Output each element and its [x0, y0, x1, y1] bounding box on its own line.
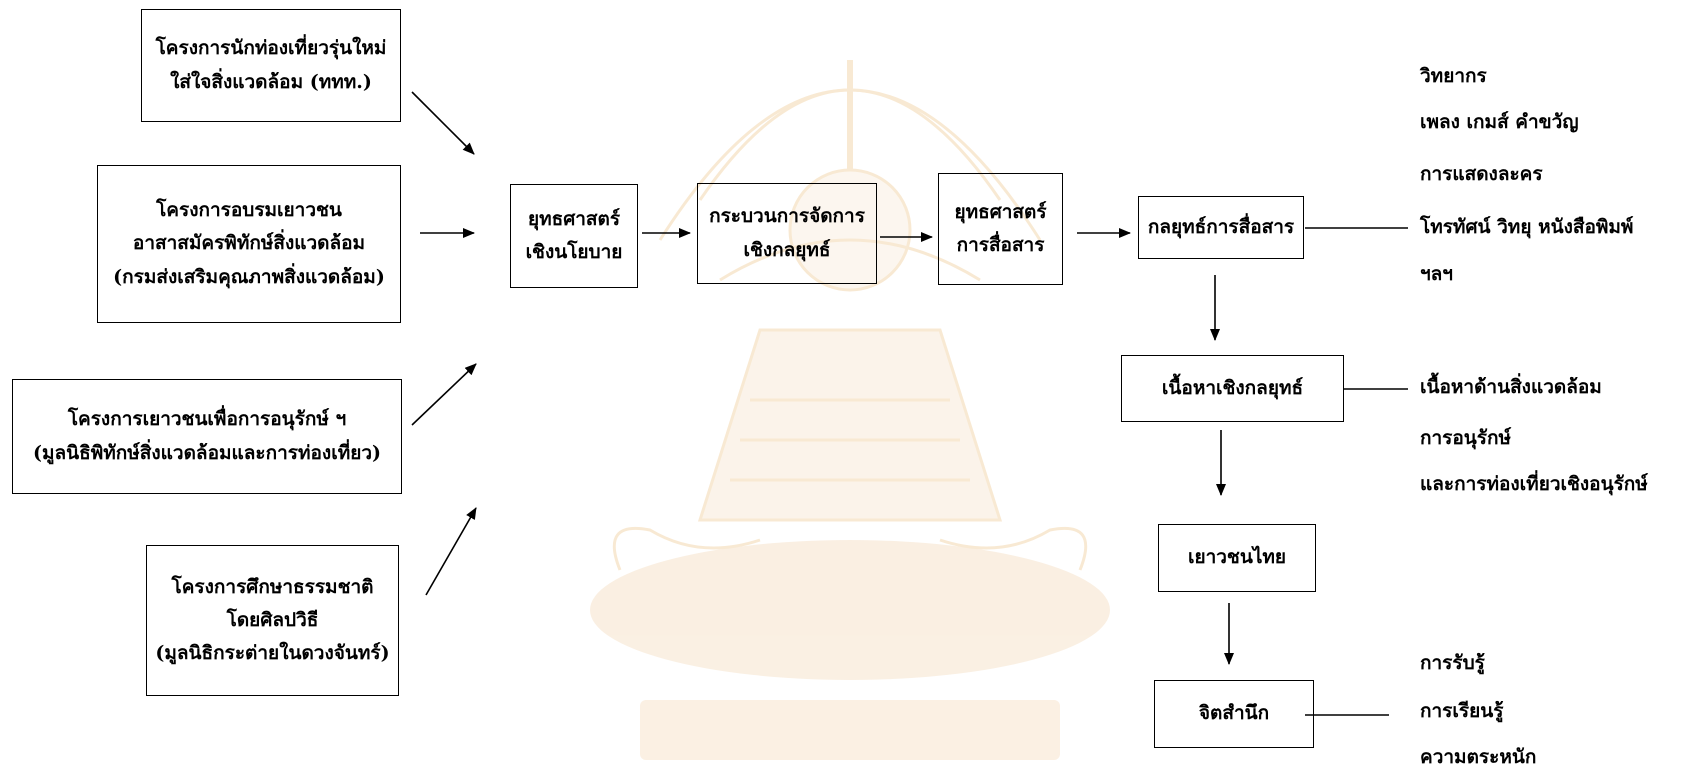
policy-strategy-line: ยุทธศาสตร์: [527, 207, 621, 230]
management-process-line: เชิงกลยุทธ์: [743, 238, 831, 261]
management-process-line: กระบวนการจัดการ: [709, 205, 865, 228]
source-2-line: โครงการอบรมเยาวชน: [156, 199, 342, 222]
communication-tactics-line: กลยุทธ์การสื่อสาร: [1147, 215, 1295, 238]
source-1-line: โครงการนักท่องเที่ยวรุ่นใหม่: [155, 37, 387, 60]
note-comm-2: เพลง เกมส์ คำขวัญ: [1420, 111, 1579, 133]
arrow-source1: [411, 91, 475, 155]
communication-tactics-box: กลยุทธ์การสื่อสาร: [1138, 196, 1304, 259]
note-comm-5: ฯลฯ: [1420, 263, 1453, 285]
source-4-line: โครงการศึกษาธรรมชาติ: [171, 575, 374, 598]
note-content-1: เนื้อหาด้านสิ่งแวดล้อม: [1420, 376, 1602, 398]
note-content-3: และการท่องเที่ยวเชิงอนุรักษ์: [1420, 473, 1648, 495]
source-3-line: โครงการเยาวชนเพื่อการอนุรักษ์ ฯ: [67, 408, 347, 431]
source-box-3: โครงการเยาวชนเพื่อการอนุรักษ์ ฯ (มูลนิธิ…: [12, 379, 402, 494]
awareness-box: จิตสำนึก: [1154, 680, 1314, 748]
strategic-content-box: เนื้อหาเชิงกลยุทธ์: [1121, 355, 1344, 422]
thai-youth-line: เยาวชนไทย: [1187, 546, 1287, 569]
management-process-box: กระบวนการจัดการ เชิงกลยุทธ์: [697, 183, 877, 284]
source-box-4: โครงการศึกษาธรรมชาติ โดยศิลปวิธี (มูลนิธ…: [146, 545, 399, 696]
note-awareness-3: ความตระหนัก: [1420, 746, 1537, 768]
source-box-1: โครงการนักท่องเที่ยวรุ่นใหม่ ใส่ใจสิ่งแว…: [141, 9, 401, 122]
communication-strategy-line: ยุทธศาสตร์: [954, 200, 1047, 223]
source-2-line: (กรมส่งเสริมคุณภาพสิ่งแวดล้อม): [113, 265, 385, 288]
communication-strategy-line: การสื่อสาร: [956, 234, 1045, 256]
note-comm-1: วิทยากร: [1420, 65, 1487, 87]
source-2-line: อาสาสมัครพิทักษ์สิ่งแวดล้อม: [132, 232, 366, 255]
note-awareness-2: การเรียนรู้: [1420, 700, 1504, 722]
note-comm-3: การแสดงละคร: [1420, 163, 1543, 185]
source-4-line: โดยศิลปวิธี: [226, 608, 319, 631]
strategic-content-line: เนื้อหาเชิงกลยุทธ์: [1161, 376, 1304, 399]
thai-youth-box: เยาวชนไทย: [1158, 524, 1316, 592]
arrow-source3: [411, 363, 477, 426]
policy-strategy-line: เชิงนโยบาย: [525, 241, 623, 263]
arrow-source4: [425, 507, 477, 596]
source-box-2: โครงการอบรมเยาวชน อาสาสมัครพิทักษ์สิ่งแว…: [97, 165, 401, 323]
note-content-2: การอนุรักษ์: [1420, 427, 1512, 449]
awareness-line: จิตสำนึก: [1198, 702, 1270, 725]
note-awareness-1: การรับรู้: [1420, 652, 1485, 674]
source-1-line: ใส่ใจสิ่งแวดล้อม (ททท.): [170, 70, 372, 93]
source-4-line: (มูลนิธิกระต่ายในดวงจันทร์): [155, 642, 390, 665]
communication-strategy-box: ยุทธศาสตร์ การสื่อสาร: [938, 173, 1063, 285]
policy-strategy-box: ยุทธศาสตร์ เชิงนโยบาย: [510, 184, 638, 288]
note-comm-4: โทรทัศน์ วิทยุ หนังสือพิมพ์: [1420, 216, 1634, 238]
source-3-line: (มูลนิธิพิทักษ์สิ่งแวดล้อมและการท่องเที่…: [32, 441, 382, 464]
